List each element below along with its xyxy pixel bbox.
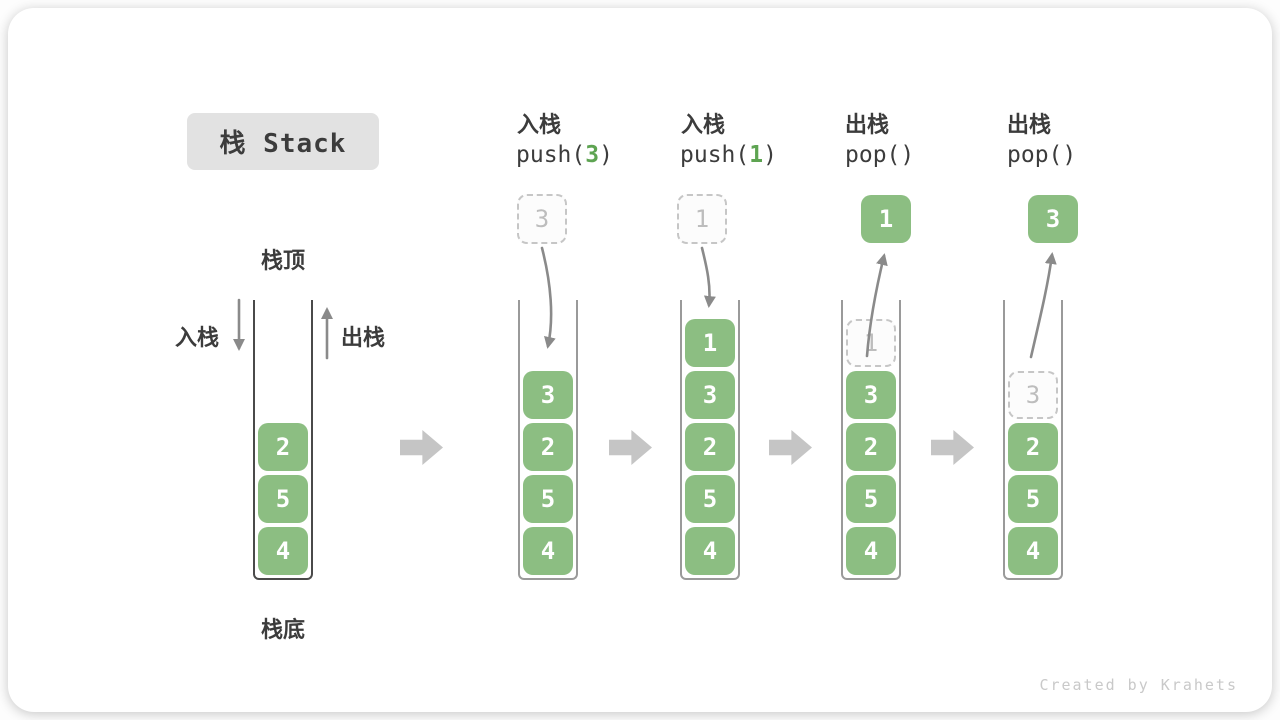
stack-element: 2 [523,423,573,471]
popped-slot-ghost: 1 [846,319,896,367]
popped-slot-ghost: 3 [1008,371,1058,419]
stack-element: 3 [846,371,896,419]
incoming-value-box: 3 [517,194,567,244]
stack-element: 5 [1008,475,1058,523]
stack-element: 2 [846,423,896,471]
code-arg: 1 [749,142,764,168]
stage-operation-code: push(1) [680,142,777,168]
stack-element: 4 [685,527,735,575]
code-pre: push( [680,142,750,168]
stack-top-label: 栈顶 [260,248,305,273]
stack-element: 3 [685,371,735,419]
footer-credit: Created by Krahets [1039,676,1238,694]
popped-value-box: 3 [1028,195,1078,243]
stage-operation-code: pop() [845,142,915,168]
stack-element: 5 [685,475,735,523]
stack-element: 4 [258,527,308,575]
stack-element: 2 [685,423,735,471]
stage-operation-label: 入栈 [517,112,562,137]
stage-operation-code: pop() [1007,142,1077,168]
incoming-value-box: 1 [677,194,727,244]
stack-element: 5 [846,475,896,523]
stage-operation-label: 出栈 [1007,112,1052,137]
code-post: ) [763,142,777,168]
code-post: ) [599,142,613,168]
stack-element: 3 [523,371,573,419]
stack-element: 5 [523,475,573,523]
code-pre: push( [516,142,586,168]
push-direction-label: 入栈 [175,325,220,350]
popped-value-box: 1 [861,195,911,243]
pop-direction-label: 出栈 [341,325,386,350]
stack-element: 1 [685,319,735,367]
stack-element: 4 [523,527,573,575]
code-arg: 3 [585,142,600,168]
stack-element: 2 [258,423,308,471]
stack-element: 5 [258,475,308,523]
stack-bottom-label: 栈底 [260,617,305,642]
stage-operation-label: 出栈 [845,112,890,137]
stack-element: 2 [1008,423,1058,471]
title-badge: 栈 Stack [187,113,379,170]
stage-operation-label: 入栈 [681,112,726,137]
stage-operation-code: push(3) [516,142,613,168]
stack-element: 4 [846,527,896,575]
stack-element: 4 [1008,527,1058,575]
